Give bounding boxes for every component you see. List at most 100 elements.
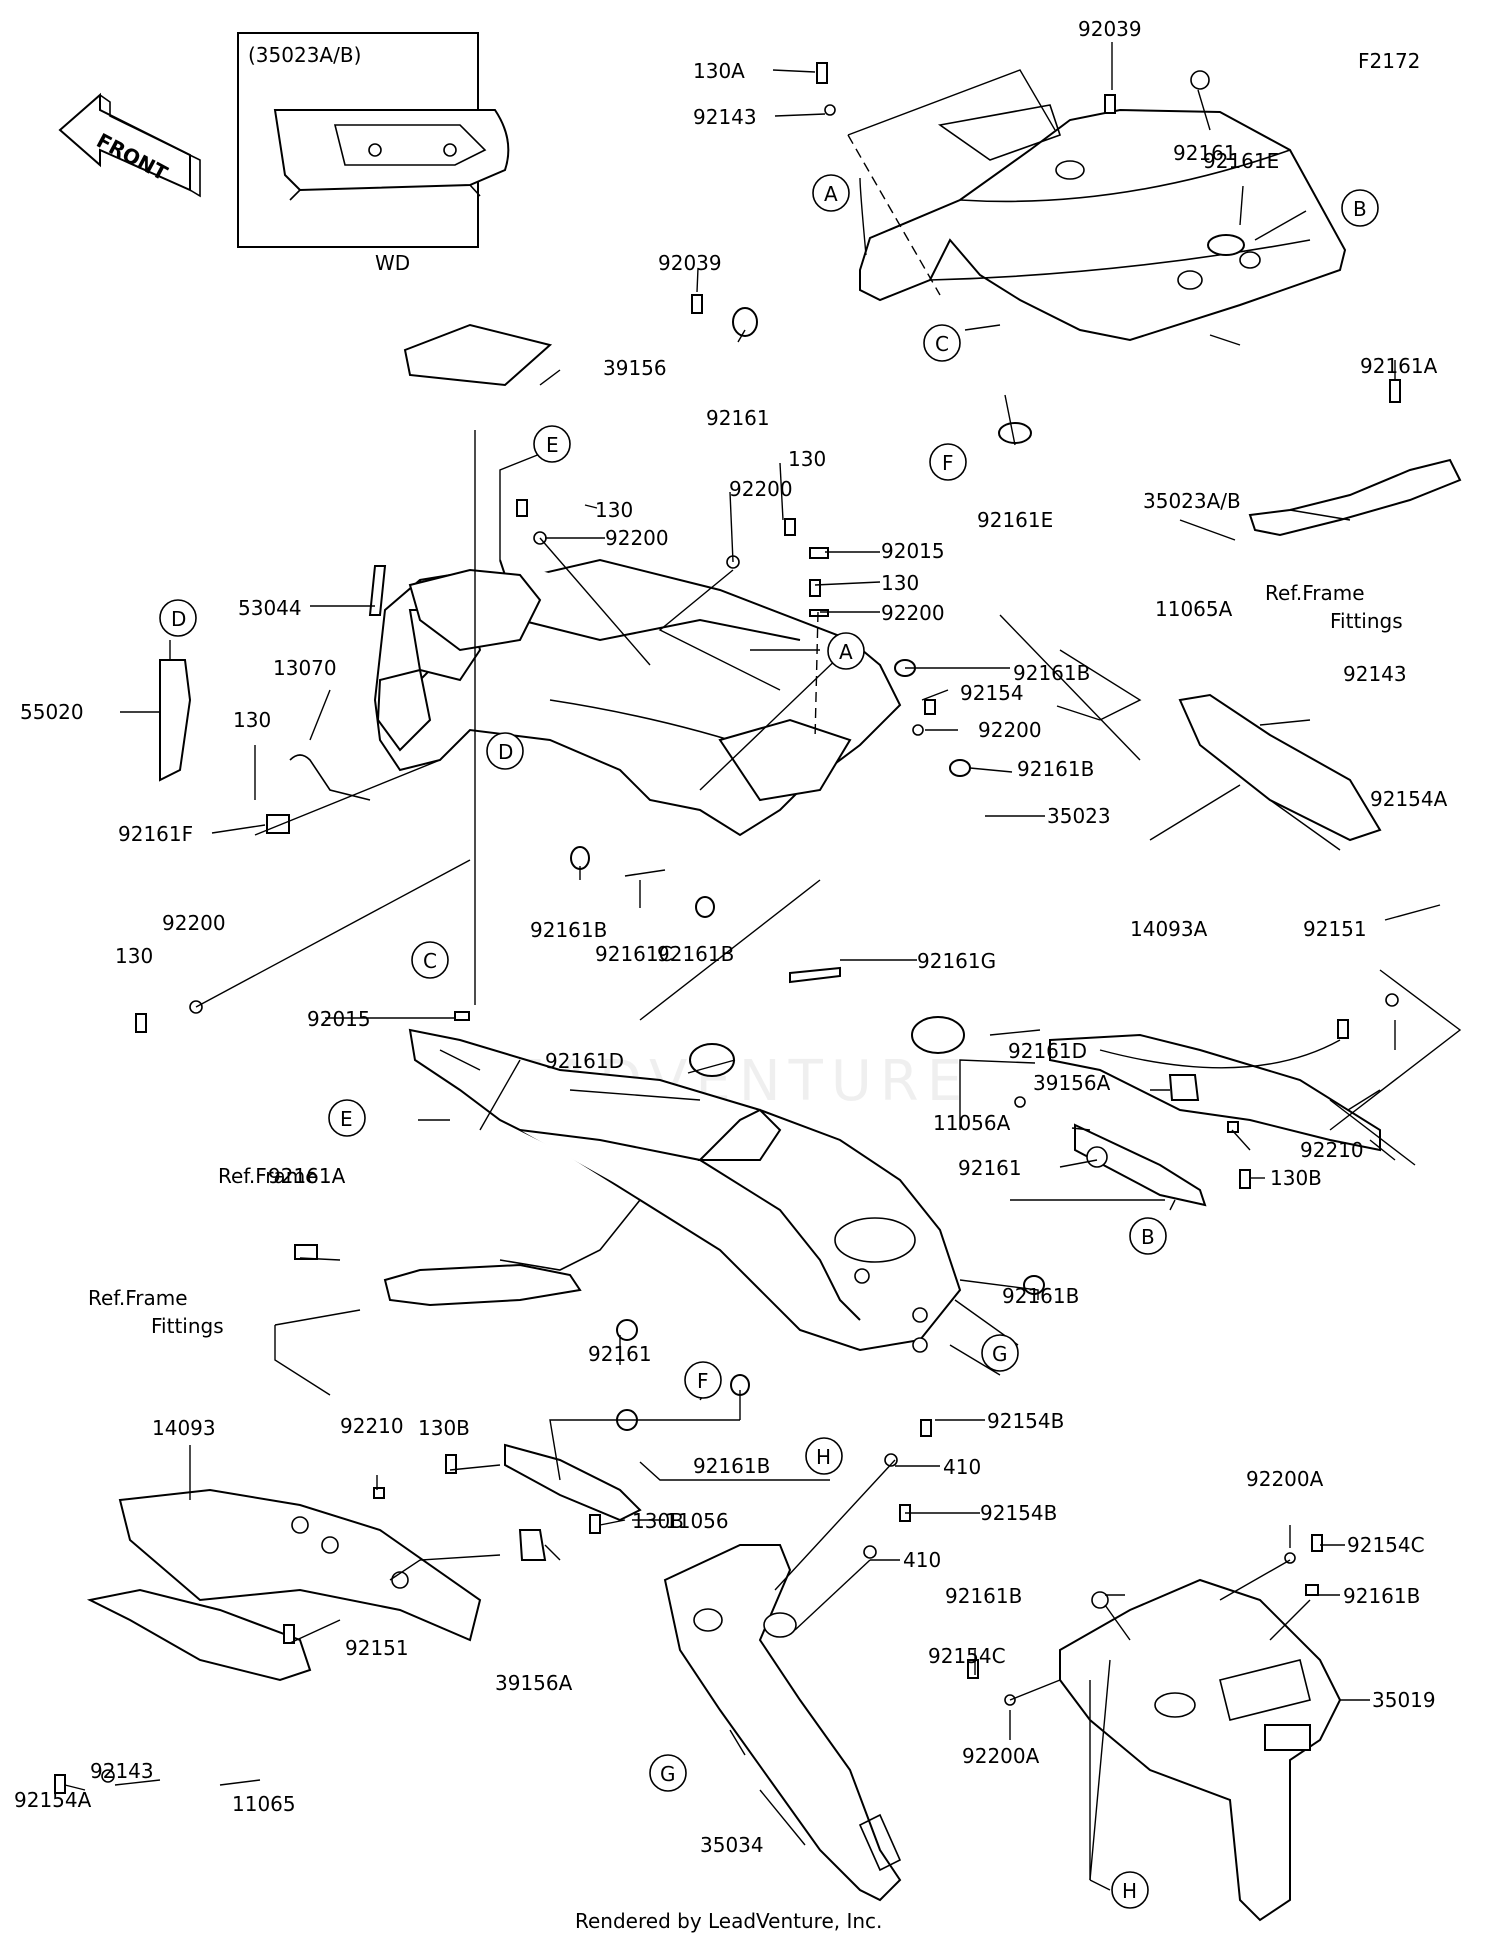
- label-92210-left: 92210: [340, 1414, 404, 1438]
- label-11056: 11056: [665, 1509, 729, 1533]
- marker-f-top: F: [929, 443, 967, 481]
- label-92161b-f: 92161B: [693, 1454, 770, 1478]
- svg-text:H: H: [1122, 1879, 1137, 1903]
- label-92039-left: 92039: [658, 251, 722, 275]
- marker-g-mid: G: [981, 1334, 1019, 1372]
- svg-text:C: C: [423, 949, 437, 973]
- label-130b-right: 130B: [1270, 1166, 1322, 1190]
- label-35019: 35019: [1372, 1688, 1436, 1712]
- marker-c-mid: C: [411, 941, 449, 979]
- grommet-92161d-b: [911, 1016, 965, 1054]
- label-92161-right: 92161: [958, 1156, 1022, 1180]
- label-11056a: 11056A: [933, 1111, 1011, 1135]
- svg-text:A: A: [824, 182, 838, 206]
- label-92161c: 92161C: [595, 942, 673, 966]
- cover-55020: [159, 659, 192, 782]
- label-ref-frame-fittings-right-1: Ref.Frame: [1265, 581, 1365, 605]
- svg-text:F: F: [942, 451, 954, 475]
- main-frame-lower: [408, 1028, 962, 1353]
- marker-d-left: D: [159, 599, 197, 637]
- label-92039-top: 92039: [1078, 17, 1142, 41]
- marker-a-top: A: [812, 174, 850, 212]
- label-92154c-a: 92154C: [1347, 1533, 1425, 1557]
- label-92161b-d: 92161B: [657, 942, 734, 966]
- label-39156: 39156: [603, 356, 667, 380]
- inset-title: (35023A/B): [248, 43, 361, 67]
- bracket-11056: [504, 1443, 642, 1522]
- label-35034: 35034: [700, 1833, 764, 1857]
- svg-text:B: B: [1141, 1225, 1155, 1249]
- label-ref-frame-fittings-1: Ref.Frame: [88, 1286, 188, 1310]
- guard-14093: [118, 1488, 482, 1642]
- label-92161b-e: 92161B: [1002, 1284, 1079, 1308]
- svg-text:H: H: [816, 1445, 831, 1469]
- label-92161g: 92161G: [917, 949, 996, 973]
- label-55020: 55020: [20, 700, 84, 724]
- label-92200-e: 92200: [162, 911, 226, 935]
- footer-credit: Rendered by LeadVenture, Inc.: [575, 1909, 882, 1933]
- label-92154b-a: 92154B: [987, 1409, 1064, 1433]
- label-410-a: 410: [943, 1455, 981, 1479]
- marker-b-top: B: [1341, 189, 1379, 227]
- label-130-d: 130: [233, 708, 271, 732]
- label-92161a-top: 92161A: [1360, 354, 1438, 378]
- label-92015-b: 92015: [307, 1007, 371, 1031]
- label-130-b: 130: [595, 498, 633, 522]
- marker-g-low: G: [649, 1754, 687, 1792]
- label-92143-top: 92143: [693, 105, 757, 129]
- svg-text:E: E: [340, 1107, 353, 1131]
- marker-f-mid: F: [684, 1361, 722, 1399]
- figure-code: F2172: [1358, 49, 1420, 73]
- part-92161f: [266, 814, 290, 834]
- label-92154a-right: 92154A: [1370, 787, 1448, 811]
- label-53044: 53044: [238, 596, 302, 620]
- strip-53044: [368, 565, 387, 616]
- label-92151-right: 92151: [1303, 917, 1367, 941]
- label-130b-left-2: 130B: [632, 1509, 684, 1533]
- label-14093: 14093: [152, 1416, 216, 1440]
- label-ref-frame: Ref.Frame: [218, 1164, 318, 1188]
- marker-e-mid: E: [328, 1099, 366, 1137]
- label-92154b-b: 92154B: [980, 1501, 1057, 1525]
- label-92161-mid: 92161: [706, 406, 770, 430]
- label-92161-top: 92161: [1173, 141, 1237, 165]
- rear-fender-35023ab: [859, 104, 1347, 342]
- pad-39156a-left: [518, 1529, 547, 1561]
- label-92143-right: 92143: [1343, 662, 1407, 686]
- label-92143-left: 92143: [90, 1759, 154, 1783]
- label-92161e-mid: 92161E: [977, 508, 1053, 532]
- label-ref-frame-fittings-2: Fittings: [151, 1314, 224, 1338]
- inset-caption: WD: [375, 251, 410, 275]
- svg-text:G: G: [992, 1342, 1008, 1366]
- svg-text:D: D: [498, 740, 513, 764]
- svg-text:A: A: [839, 640, 853, 664]
- label-92015-a: 92015: [881, 539, 945, 563]
- label-13070: 13070: [273, 656, 337, 680]
- marker-b-right: B: [1129, 1217, 1167, 1255]
- svg-text:C: C: [935, 332, 949, 356]
- frame-fittings-right: [1248, 458, 1462, 537]
- label-11065: 11065: [232, 1792, 296, 1816]
- label-14093a: 14093A: [1130, 917, 1208, 941]
- marker-e-top: E: [533, 425, 571, 463]
- label-92161e-top: 92161E: [1203, 149, 1279, 173]
- clip-13070: [289, 754, 371, 801]
- label-130-c: 130: [881, 571, 919, 595]
- marker-h-mid: H: [805, 1437, 843, 1475]
- label-ref-frame-fittings-right-2: Fittings: [1330, 609, 1403, 633]
- label-92161b-c: 92161B: [530, 918, 607, 942]
- fasteners: [54, 62, 1401, 1794]
- svg-text:F: F: [697, 1369, 709, 1393]
- label-92200-c: 92200: [881, 601, 945, 625]
- grip-11065a: [1178, 693, 1382, 842]
- label-92161b-h: 92161B: [1343, 1584, 1420, 1608]
- label-92161f: 92161F: [118, 822, 193, 846]
- label-35023: 35023: [1047, 804, 1111, 828]
- bracket-11056a: [1074, 1123, 1207, 1207]
- label-92161-left: 92161: [588, 1342, 652, 1366]
- marker-d-mid: D: [486, 732, 524, 770]
- label-410-b: 410: [903, 1548, 941, 1572]
- label-92154c-b: 92154C: [928, 1644, 1006, 1668]
- marker-h-low: H: [1111, 1871, 1149, 1909]
